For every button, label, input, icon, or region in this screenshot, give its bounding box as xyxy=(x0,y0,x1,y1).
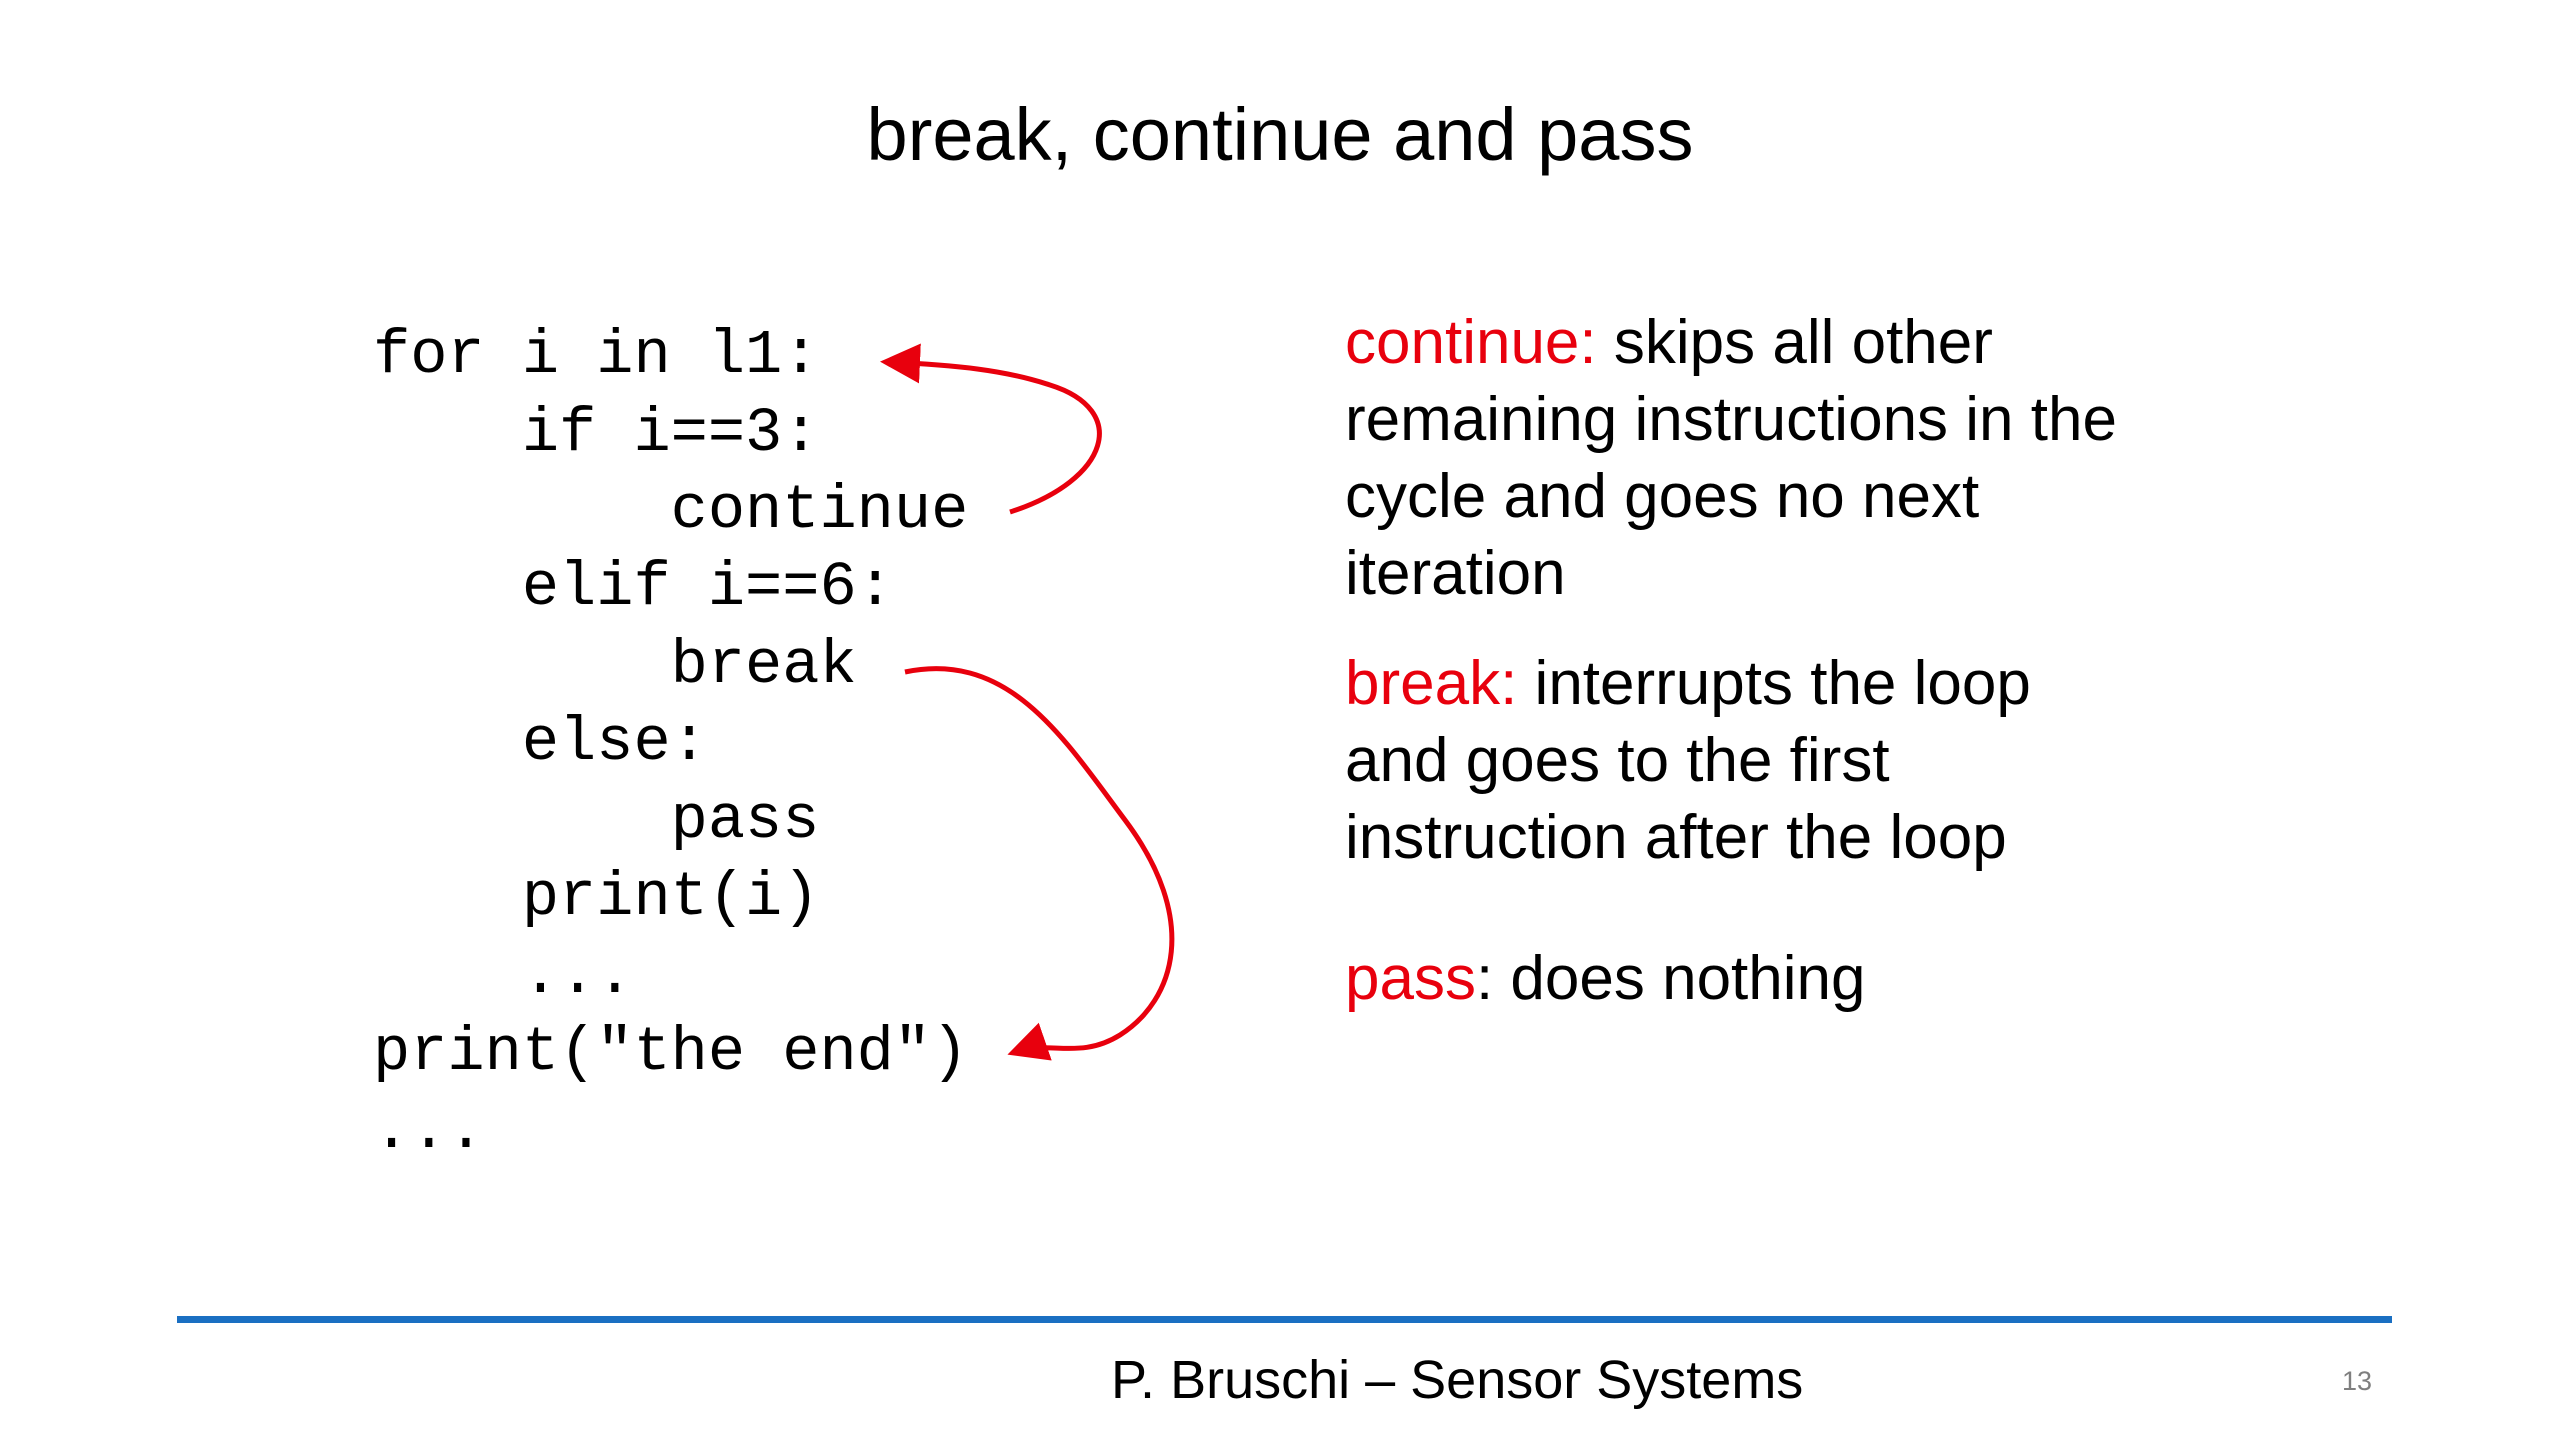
continue-description-text: skips all other remaining instructions i… xyxy=(1345,308,2117,608)
continue-keyword: continue: xyxy=(1345,308,1597,377)
pass-description: pass: does nothing xyxy=(1345,940,2145,1017)
pass-keyword: pass xyxy=(1345,944,1476,1013)
code-line-ellipsis-inner: ... xyxy=(373,940,634,1011)
slide-title: break, continue and pass xyxy=(866,93,1694,176)
code-line-continue: continue xyxy=(373,475,969,546)
break-keyword: break: xyxy=(1345,649,1518,718)
break-arrow xyxy=(904,666,1175,1061)
code-line-if: if i==3: xyxy=(373,398,820,469)
code-line-print-i: print(i) xyxy=(373,862,820,933)
code-line-break: break xyxy=(373,630,857,701)
footer-text: P. Bruschi – Sensor Systems xyxy=(1111,1350,1804,1410)
code-line-print-end: print("the end") xyxy=(373,1017,969,1088)
break-description-text: interrupts the loop and goes to the firs… xyxy=(1345,649,2031,872)
code-line-ellipsis-outer: ... xyxy=(373,1095,485,1166)
page-number: 13 xyxy=(2342,1366,2373,1396)
pass-description-text: : does nothing xyxy=(1475,944,1866,1013)
continue-description: continue: skips all other remaining inst… xyxy=(1345,304,2145,612)
code-line-for: for i in l1: xyxy=(373,320,820,391)
break-description: break: interrupts the loop and goes to t… xyxy=(1345,645,2145,876)
continue-arrow xyxy=(880,343,1102,515)
code-line-elif: elif i==6: xyxy=(373,552,894,623)
footer-rule xyxy=(177,1316,2392,1323)
code-line-else: else: xyxy=(373,707,708,778)
code-line-pass: pass xyxy=(373,785,820,856)
